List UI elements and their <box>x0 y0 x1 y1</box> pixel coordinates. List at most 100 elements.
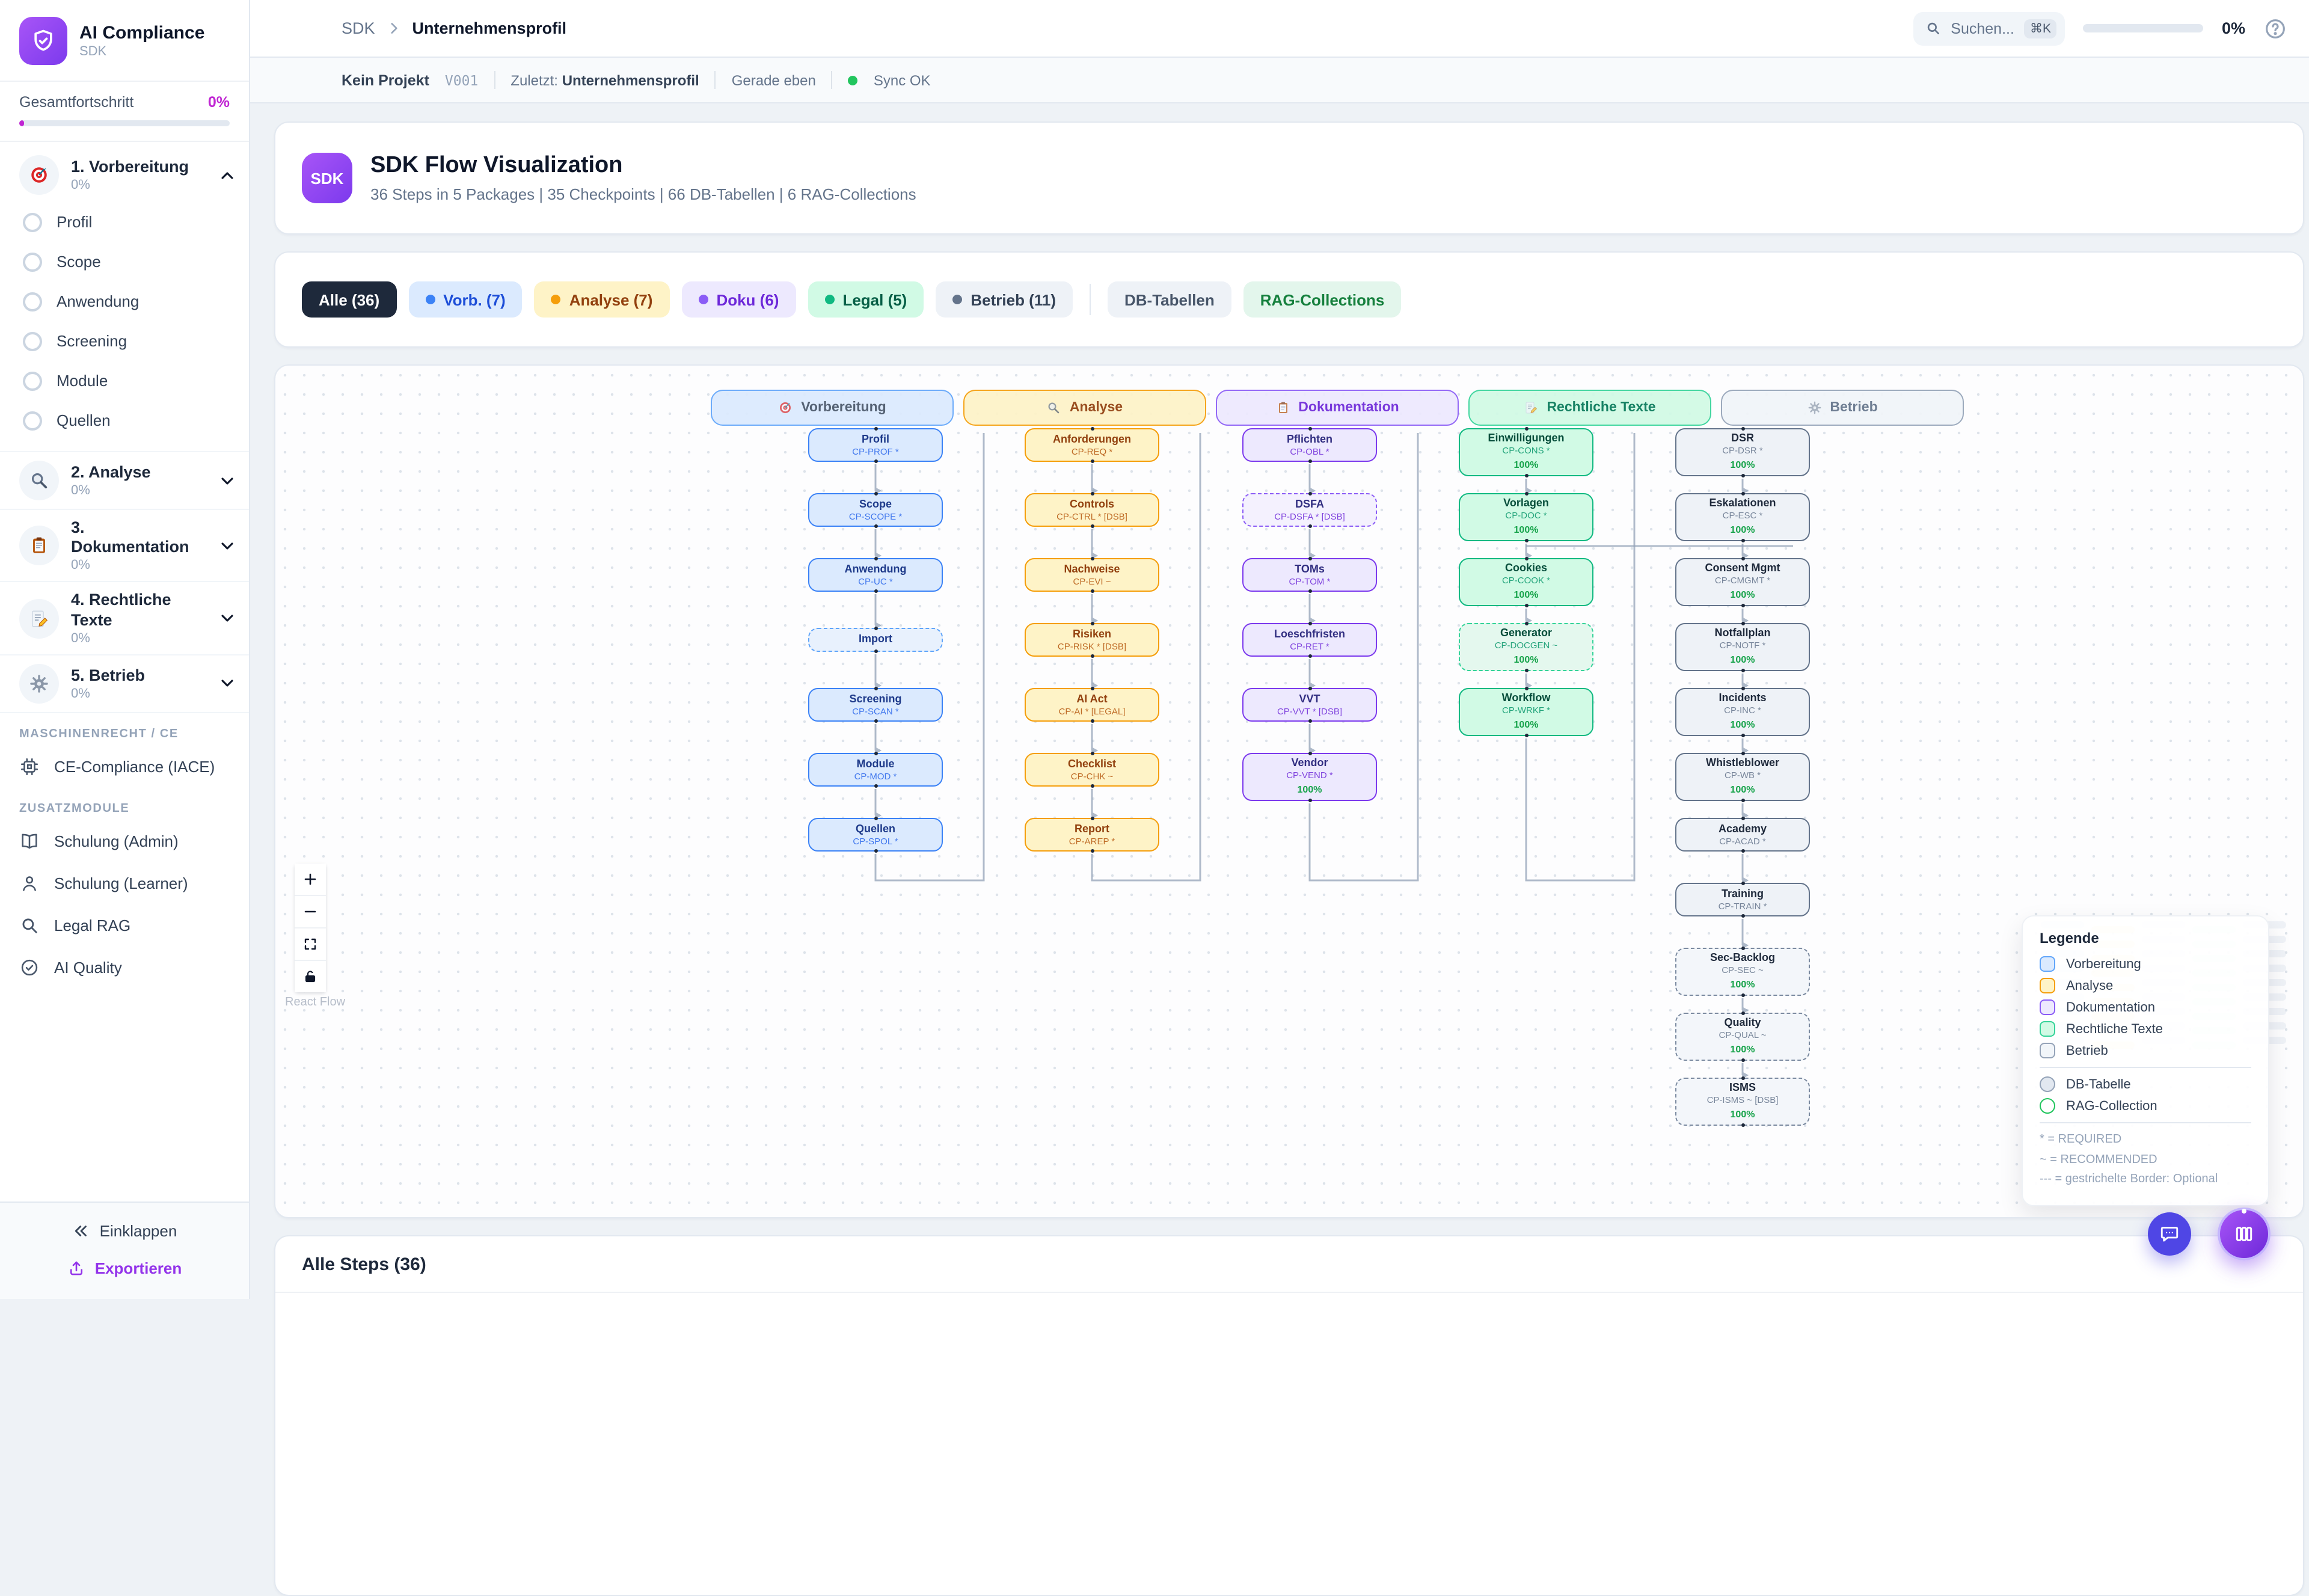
sidebar-step-anwendung[interactable]: Anwendung <box>19 281 237 321</box>
clipboard-icon <box>33 538 45 554</box>
filter-chip-analyse-7-[interactable]: Analyse (7) <box>534 281 670 318</box>
package-header-dokumentation[interactable]: Dokumentation <box>1216 390 1459 426</box>
sidebar-step-profil[interactable]: Profil <box>19 202 237 242</box>
export-button[interactable]: Exportieren <box>67 1259 182 1277</box>
sidebar-item-ce-compliance-iace-[interactable]: CE-Compliance (IACE) <box>0 746 249 788</box>
filter-chip-betrieb-11-[interactable]: Betrieb (11) <box>936 281 1073 318</box>
filter-chip-db-tabellen[interactable]: DB-Tabellen <box>1108 281 1231 318</box>
chat-assistant-button[interactable] <box>2148 1212 2191 1256</box>
sidebar-step-module[interactable]: Module <box>19 361 237 401</box>
search-input[interactable]: Suchen... ⌘K <box>1913 11 2065 45</box>
zoom-out-button[interactable] <box>295 896 326 928</box>
filter-chip-vorb-7-[interactable]: Vorb. (7) <box>408 281 523 318</box>
help-icon[interactable] <box>2263 16 2287 40</box>
package-label: Rechtliche Texte <box>1547 401 1656 415</box>
node-progress-value: 100% <box>1297 784 1322 795</box>
node-title: Sec-Backlog <box>1710 951 1776 963</box>
sync-status-dot <box>848 75 858 85</box>
node-code: CP-MOD * <box>854 770 897 782</box>
phase-title: 1. Vorbereitung <box>71 157 189 176</box>
overall-progress-label: Gesamtfortschritt <box>19 94 134 111</box>
sidebar-step-scope[interactable]: Scope <box>19 242 237 281</box>
legend-item-betrieb: Betrieb <box>2040 1043 2251 1058</box>
filter-chip-rag-collections[interactable]: RAG-Collections <box>1243 281 1402 318</box>
sidebar-item-ai-quality[interactable]: AI Quality <box>0 947 249 989</box>
reactflow-attribution[interactable]: React Flow <box>285 996 346 1009</box>
board-view-button[interactable] <box>2218 1208 2271 1260</box>
sidebar-item-schulung-learner-[interactable]: Schulung (Learner) <box>0 862 249 904</box>
package-label: Betrieb <box>1830 401 1878 415</box>
step-status-circle <box>23 252 42 271</box>
fit-view-button[interactable] <box>295 928 326 961</box>
legend-item-vorbereitung: Vorbereitung <box>2040 956 2251 972</box>
filter-chip-alle-36-[interactable]: Alle (36) <box>302 281 397 318</box>
chip-dot <box>425 295 435 304</box>
node-code: CP-SPOL * <box>853 835 898 847</box>
node-progress-value: 100% <box>1730 459 1755 470</box>
sidebar-item-legal-rag[interactable]: Legal RAG <box>0 904 249 947</box>
node-code: CP-ESC * <box>1722 509 1763 521</box>
collapse-sidebar-button[interactable]: Einklappen <box>72 1222 177 1240</box>
filter-chip-legal-5-[interactable]: Legal (5) <box>808 281 924 318</box>
sidebar-item-schulung-admin-[interactable]: Schulung (Admin) <box>0 820 249 862</box>
phase-title: 4. Rechtliche Texte <box>71 591 171 629</box>
sidebar-step-quellen[interactable]: Quellen <box>19 401 237 440</box>
breadcrumb-root[interactable]: SDK <box>342 19 375 37</box>
filter-chip-doku-6-[interactable]: Doku (6) <box>681 281 796 318</box>
package-header-vorbereitung[interactable]: Vorbereitung <box>711 390 954 426</box>
header-progress-value: 0% <box>2221 19 2245 37</box>
package-header-legal[interactable]: Rechtliche Texte <box>1468 390 1711 426</box>
chip-label: Alle (36) <box>319 290 380 308</box>
flow-node-import[interactable]: Import <box>808 627 943 653</box>
status-bar: Kein Projekt V001 Zuletzt: Unternehmensp… <box>250 58 2309 103</box>
package-header-betrieb[interactable]: Betrieb <box>1721 390 1964 426</box>
sidebar-step-screening[interactable]: Screening <box>19 321 237 361</box>
lock-toggle-button[interactable] <box>295 961 326 992</box>
zoom-in-button[interactable] <box>295 864 326 896</box>
package-header-analyse[interactable]: Analyse <box>963 390 1206 426</box>
